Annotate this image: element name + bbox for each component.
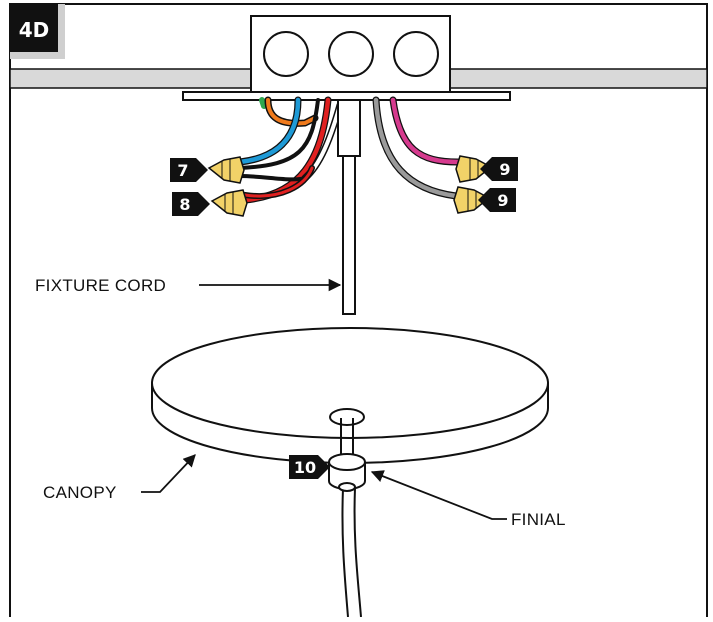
frame-outline bbox=[9, 3, 708, 617]
wire-nut-7 bbox=[207, 156, 245, 184]
canopy-label: CANOPY bbox=[43, 483, 117, 502]
step-badge: 4D bbox=[10, 4, 65, 59]
callout-8: 8 bbox=[172, 192, 210, 216]
fixture-cord-label: FIXTURE CORD bbox=[35, 276, 166, 295]
cord-through-canopy bbox=[340, 418, 354, 456]
wire-nut-9-top bbox=[455, 155, 493, 183]
step-label: 4D bbox=[19, 18, 50, 42]
cord-sleeve bbox=[337, 99, 361, 157]
canopy-leader bbox=[141, 454, 196, 493]
callout-8-text: 8 bbox=[179, 195, 190, 214]
house-wires bbox=[236, 96, 462, 204]
callout-7-text: 7 bbox=[177, 161, 188, 180]
callout-10-text: 10 bbox=[294, 458, 316, 477]
hanging-cord bbox=[341, 487, 362, 618]
callout-9-top: 9 bbox=[480, 157, 518, 181]
callout-7: 7 bbox=[170, 158, 208, 182]
canopy bbox=[151, 327, 549, 464]
callout-9-bottom-text: 9 bbox=[497, 191, 508, 210]
junction-box bbox=[250, 15, 451, 93]
wire-nut-9-bottom bbox=[453, 186, 491, 214]
finial bbox=[328, 453, 366, 492]
finial-label: FINIAL bbox=[511, 510, 566, 529]
wire-nut-8 bbox=[210, 189, 248, 217]
finial-leader bbox=[370, 470, 507, 520]
callout-9-top-text: 9 bbox=[499, 160, 510, 179]
fixture-cord bbox=[342, 155, 356, 315]
mounting-plate bbox=[182, 91, 511, 101]
callout-10: 10 bbox=[289, 455, 330, 479]
callout-9-bottom: 9 bbox=[478, 188, 516, 212]
